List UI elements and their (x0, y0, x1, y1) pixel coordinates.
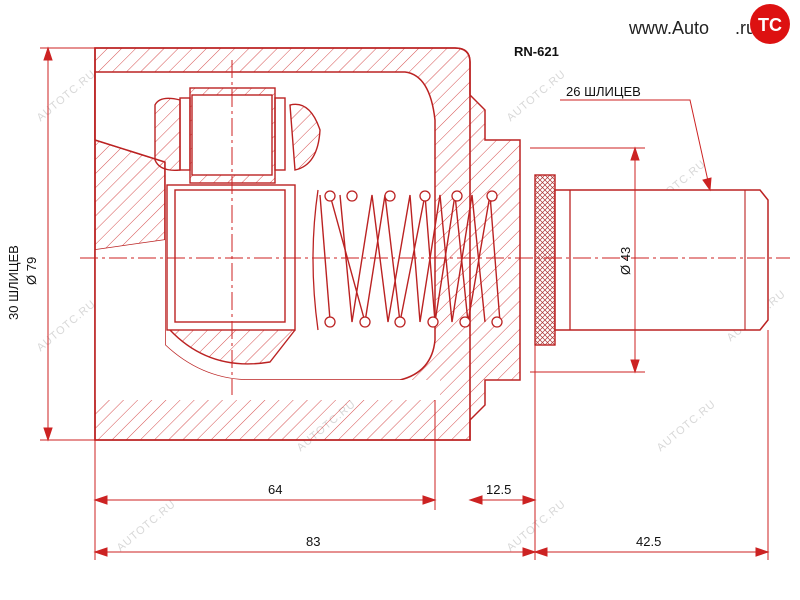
spring-seat (312, 189, 319, 331)
inner-splines-label: 26 ШЛИЦЕВ (566, 84, 641, 99)
spring-coils (324, 190, 503, 328)
outer-splines-label: 30 ШЛИЦЕВ (6, 245, 21, 320)
dim-flange: 12.5 (486, 482, 512, 497)
brand-site[interactable]: www.Auto.ru (629, 18, 756, 39)
brand-site-prefix: www.Auto (628, 18, 709, 38)
brand-logo-letters: TC (758, 15, 782, 35)
tripod-roller (154, 87, 321, 365)
dim-body-length: 64 (268, 482, 283, 497)
shaft (554, 189, 769, 331)
shaft-diameter-label: Ø 43 (618, 246, 633, 275)
collar-knurl (534, 174, 556, 346)
dim-shaft-length: 42.5 (636, 534, 662, 549)
outer-diameter-label: Ø 79 (24, 256, 39, 285)
brand-logo-icon: TC (748, 2, 792, 46)
part-number: RN-621 (514, 44, 559, 59)
dimension-lines (40, 46, 770, 560)
center-lines (80, 60, 790, 395)
dim-total-body: 83 (306, 534, 321, 549)
cavity-lower (95, 240, 440, 400)
